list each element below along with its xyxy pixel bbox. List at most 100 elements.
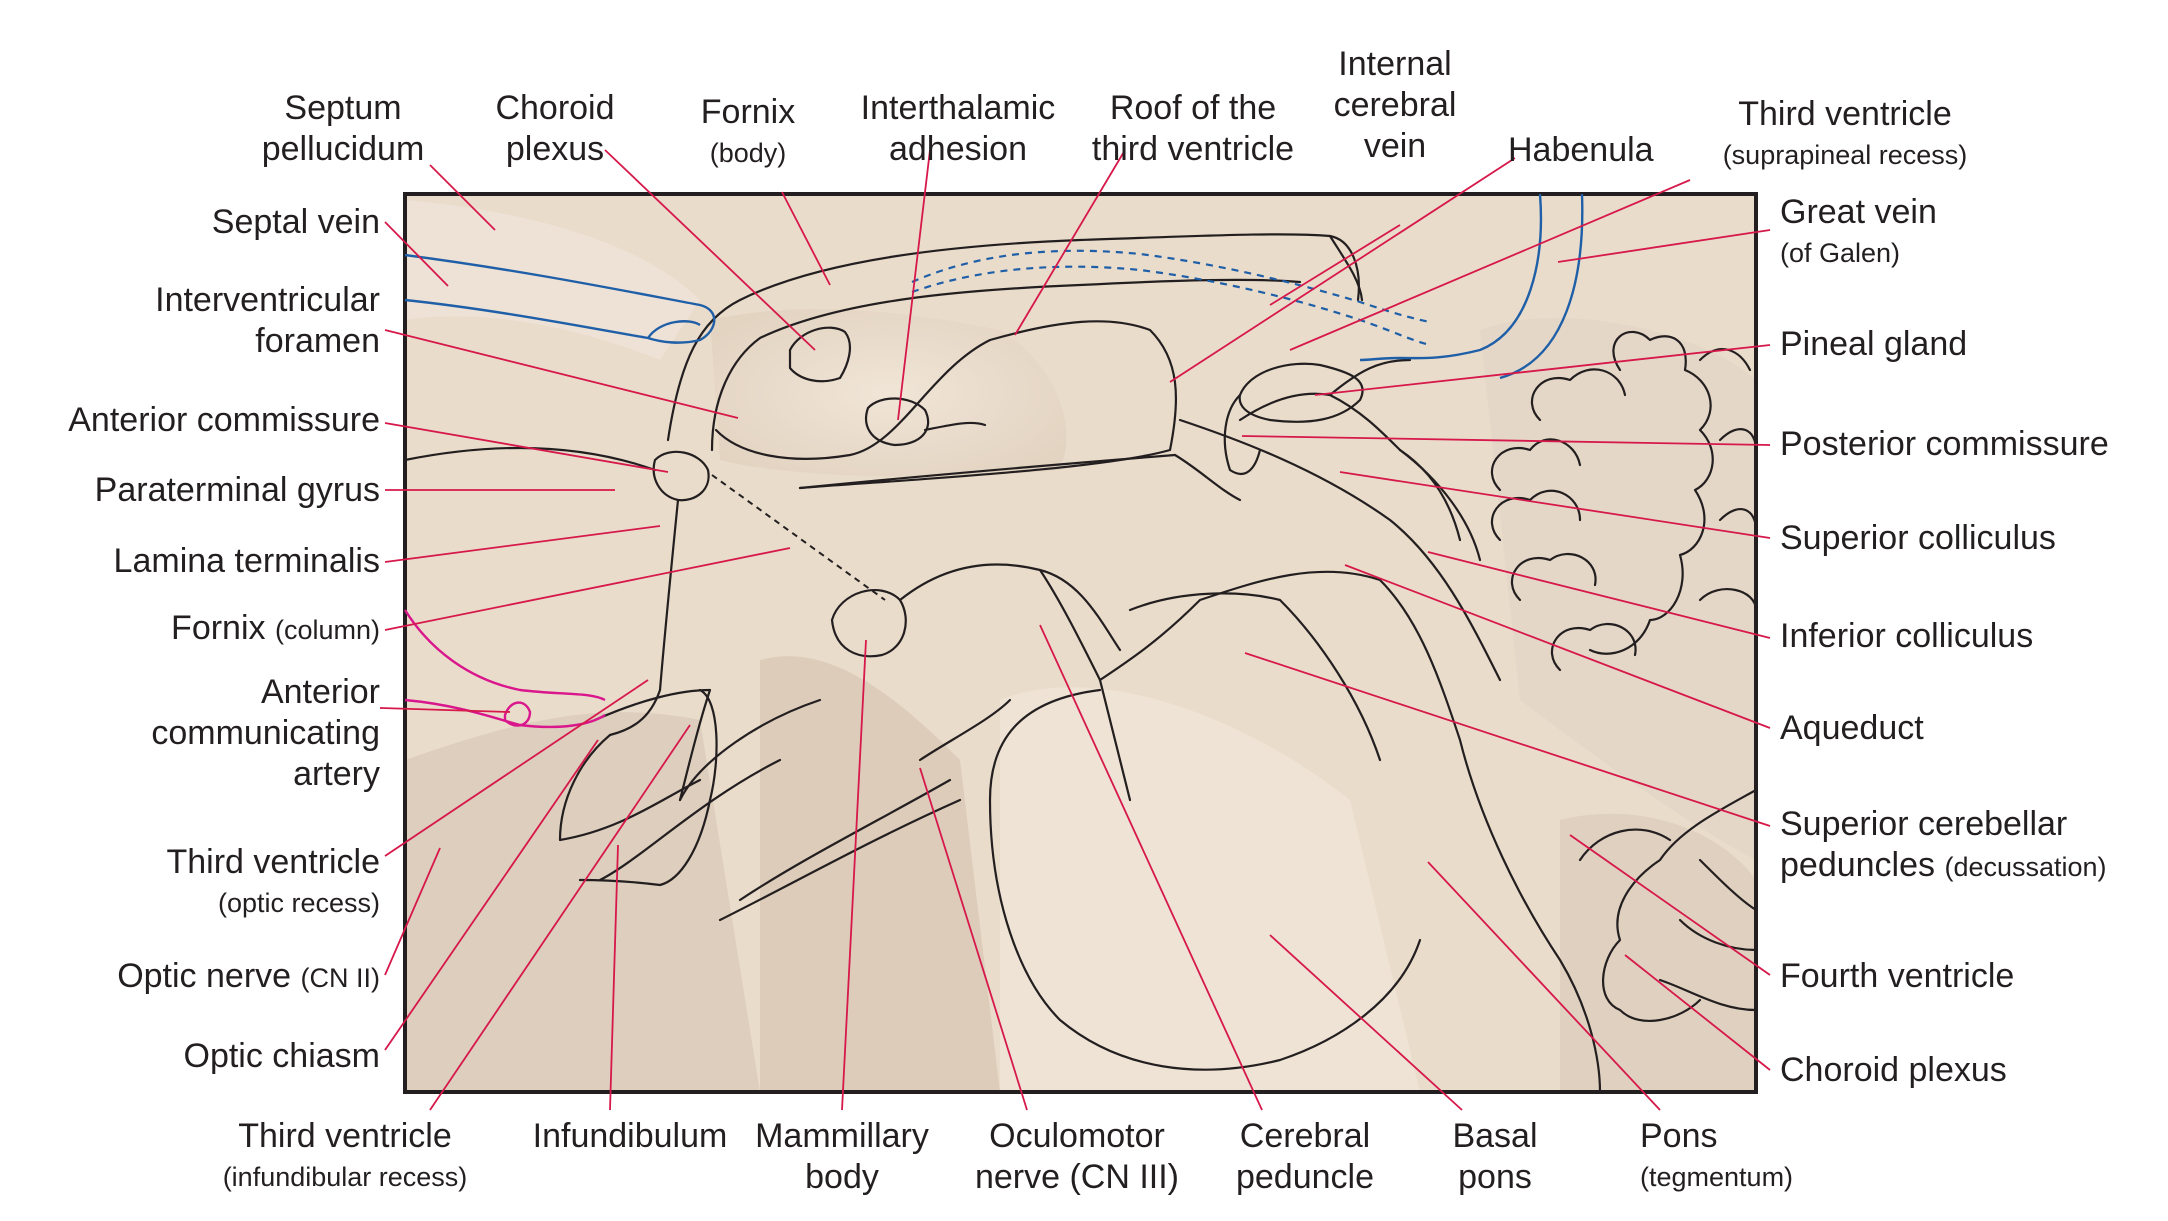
leader-anterior-communicating-artery [379, 707, 511, 713]
label-infundibulum-text: Infundibulum [532, 1117, 728, 1155]
leader-oculomotor-nerve [919, 767, 1028, 1111]
label-internal-cerebral-vein-line2: cerebral [1333, 86, 1457, 124]
label-roof-third-ventricle-line1: Roof of the [1109, 89, 1277, 127]
leader-basal-pons [1269, 934, 1463, 1111]
label-roof-third-ventricle-line2: third ventricle [1091, 130, 1295, 168]
label-optic-nerve: Optic nerve (CN II) [20, 956, 380, 999]
label-oculomotor-nerve-line1: Oculomotor [989, 1117, 1165, 1155]
label-choroid-plexus-top: Choroid plexus [480, 88, 630, 170]
label-lamina-terminalis: Lamina terminalis [20, 541, 380, 582]
leader-habenula [1169, 157, 1516, 383]
label-interthalamic-adhesion-line2: adhesion [888, 130, 1027, 168]
label-aqueduct: Aqueduct [1780, 708, 1924, 749]
label-third-ventricle-optic-sub: (optic recess) [217, 888, 380, 918]
label-choroid-plexus-right: Choroid plexus [1780, 1050, 2007, 1091]
leader-anterior-commissure [384, 422, 669, 473]
label-cerebral-peduncle-line2: peduncle [1235, 1158, 1374, 1196]
leader-inferior-colliculus [1427, 551, 1771, 639]
veins [404, 193, 1584, 380]
label-paraterminal-gyrus-text: Paraterminal gyrus [94, 471, 380, 509]
label-posterior-commissure: Posterior commissure [1780, 424, 2109, 465]
label-fornix-column-sub: (column) [274, 615, 380, 645]
label-superior-colliculus-text: Superior colliculus [1780, 519, 2056, 557]
label-habenula: Habenula [1508, 130, 1654, 171]
label-great-vein-sub: (of Galen) [1780, 238, 1901, 268]
label-paraterminal-gyrus: Paraterminal gyrus [20, 470, 380, 511]
label-third-ventricle-infundibular-sub: (infundibular recess) [222, 1162, 468, 1192]
specimen-frame [403, 192, 1758, 1094]
label-internal-cerebral-vein: Internal cerebral vein [1320, 44, 1470, 167]
leader-internal-cerebral-vein [1269, 224, 1401, 306]
leader-third-ventricle-suprapineal [1289, 179, 1691, 351]
label-interthalamic-adhesion: Interthalamic adhesion [848, 88, 1068, 170]
label-fornix-column-main: Fornix [171, 609, 266, 647]
label-fornix-column: Fornix (column) [20, 608, 380, 651]
label-pineal-gland: Pineal gland [1780, 324, 1967, 365]
label-mammillary-body: Mammillary body [742, 1116, 942, 1198]
label-mammillary-body-line2: body [805, 1158, 879, 1196]
label-inferior-colliculus-text: Inferior colliculus [1780, 617, 2034, 655]
leader-septum-pellucidum [429, 164, 496, 231]
label-interventricular-foramen: Interventricular foramen [100, 280, 380, 362]
leader-interventricular-foramen [384, 329, 739, 419]
label-pons-tegmentum: Pons (tegmentum) [1640, 1116, 1793, 1198]
label-anterior-communicating-artery: Anterior communicating artery [80, 672, 380, 795]
leader-lamina-terminalis [384, 525, 661, 563]
leader-cerebral-peduncle [1039, 624, 1263, 1111]
label-roof-third-ventricle: Roof of the third ventricle [1078, 88, 1308, 170]
label-anterior-commissure-text: Anterior commissure [68, 401, 380, 439]
label-anterior-communicating-artery-line2: communicating [151, 714, 380, 752]
label-internal-cerebral-vein-line1: Internal [1338, 45, 1452, 83]
leader-pineal-gland [1314, 344, 1771, 396]
label-fornix-body-main: Fornix [700, 93, 796, 131]
dashed-axis-line [711, 474, 886, 601]
leader-interthalamic-adhesion [897, 149, 931, 421]
label-septum-pellucidum-line2: pellucidum [261, 130, 425, 168]
label-anterior-communicating-artery-line3: artery [293, 755, 380, 793]
leader-choroid-plexus-top [604, 149, 816, 351]
label-septal-vein-text: Septal vein [211, 203, 380, 241]
label-pons-tegmentum-main: Pons [1640, 1117, 1718, 1155]
label-septum-pellucidum: Septum pellucidum [248, 88, 438, 170]
label-cerebral-peduncle: Cerebral peduncle [1215, 1116, 1395, 1198]
label-interventricular-foramen-line1: Interventricular [155, 281, 380, 319]
leader-optic-chiasm [384, 739, 599, 1051]
label-inferior-colliculus: Inferior colliculus [1780, 616, 2033, 657]
leader-posterior-commissure [1241, 435, 1771, 446]
specimen-photo [405, 194, 1756, 1092]
leader-pons-tegmentum [1427, 861, 1661, 1111]
label-superior-colliculus: Superior colliculus [1780, 518, 2056, 559]
label-infundibulum: Infundibulum [520, 1116, 740, 1157]
label-basal-pons: Basal pons [1435, 1116, 1555, 1198]
leader-fornix-column [384, 547, 791, 631]
leader-fourth-ventricle [1569, 834, 1771, 976]
leader-aqueduct [1344, 564, 1771, 729]
leader-superior-cerebellar-peduncles [1244, 652, 1771, 827]
artery-outline [403, 609, 606, 729]
label-great-vein: Great vein (of Galen) [1780, 192, 1937, 274]
label-superior-cerebellar-peduncles: Superior cerebellar peduncles (decussati… [1780, 804, 2107, 888]
leader-superior-colliculus [1339, 471, 1771, 539]
label-optic-nerve-main: Optic nerve [117, 957, 292, 995]
label-fourth-ventricle: Fourth ventricle [1780, 956, 2014, 997]
internal-cerebral-vein-dashed [911, 249, 1431, 347]
label-internal-cerebral-vein-line3: vein [1363, 127, 1427, 165]
label-great-vein-main: Great vein [1780, 193, 1937, 231]
label-oculomotor-nerve: Oculomotor nerve (CN III) [962, 1116, 1192, 1198]
label-superior-cerebellar-peduncles-sub: (decussation) [1944, 852, 2107, 882]
label-posterior-commissure-text: Posterior commissure [1780, 425, 2109, 463]
leader-lines [379, 149, 1771, 1111]
leader-optic-nerve [384, 847, 441, 976]
label-superior-cerebellar-peduncles-line1: Superior cerebellar [1780, 805, 2068, 843]
label-optic-chiasm-text: Optic chiasm [183, 1037, 381, 1075]
label-oculomotor-nerve-line2: nerve (CN III) [974, 1158, 1180, 1196]
label-fornix-body: Fornix (body) [688, 92, 808, 174]
label-pons-tegmentum-sub: (tegmentum) [1640, 1162, 1794, 1192]
leader-roof-third-ventricle [1014, 149, 1126, 336]
label-mammillary-body-line1: Mammillary [755, 1117, 929, 1155]
leader-fornix-body [781, 191, 831, 286]
leader-choroid-plexus-right [1624, 954, 1771, 1071]
label-third-ventricle-suprapineal-sub: (suprapineal recess) [1722, 140, 1968, 170]
label-superior-cerebellar-peduncles-line2: peduncles [1780, 846, 1936, 884]
